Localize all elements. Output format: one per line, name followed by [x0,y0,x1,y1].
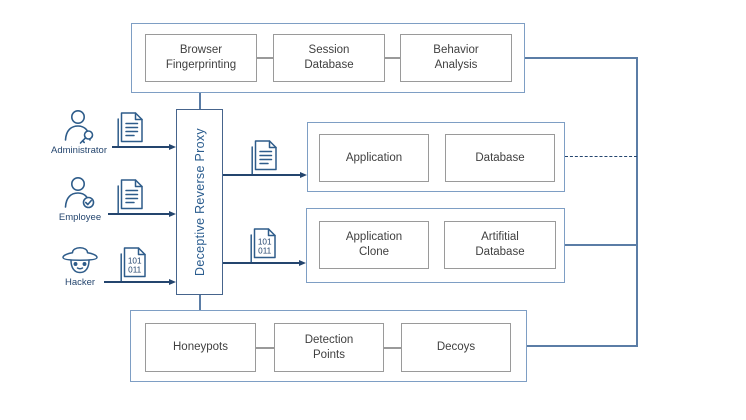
actor-label-employee: Employee [58,212,102,223]
node-artifitial-database: Artifitial Database [444,221,556,269]
text-document-icon [250,139,280,175]
hacker-spy-icon [59,241,101,277]
connector-topbox-1 [257,57,273,59]
node-behavior-analysis: Behavior Analysis [400,34,512,82]
real-environment-box: Application Database [307,122,565,192]
node-deceptive-reverse-proxy: Deceptive Reverse Proxy [176,109,223,295]
node-detection-points: Detection Points [274,323,384,372]
node-label: Artifitial Database [475,231,525,258]
arrowhead-administrator [169,143,176,150]
node-label: Browser Fingerprinting [165,44,237,71]
connector-bottombox-2 [384,347,401,349]
connector-bottombox-bus [527,345,637,347]
proxy-label: Deceptive Reverse Proxy [192,128,207,276]
arrowhead-employee [169,210,176,217]
binary-text-line1: 101 [258,238,272,247]
binary-document-icon: 101 011 [119,246,149,282]
flow-arrow-administrator [112,146,169,148]
flow-arrow-clone-env [223,262,299,264]
deception-layer-box: Honeypots Detection Points Decoys [130,310,527,382]
node-honeypots: Honeypots [145,323,256,372]
node-application: Application [319,134,429,182]
binary-text-line1: 101 [128,257,142,266]
text-document-icon [116,111,146,147]
node-label: Behavior Analysis [433,44,479,71]
connector-proxy-bottombox [199,295,201,310]
arrowhead-real-env [300,171,307,178]
arrowhead-clone-env [299,259,306,266]
node-session-database: Session Database [273,34,385,82]
connector-realenv-bus-dashed [565,156,637,157]
node-label: Decoys [436,341,476,354]
clone-environment-box: Application Clone Artifitial Database [306,208,565,283]
text-document-icon [116,178,146,214]
actor-label-hacker: Hacker [64,277,96,288]
node-label: Database [475,151,525,164]
flow-arrow-employee [108,213,169,215]
actor-label-administrator: Administrator [51,145,107,156]
node-browser-fingerprinting: Browser Fingerprinting [145,34,257,82]
node-decoys: Decoys [401,323,511,372]
node-database: Database [445,134,555,182]
connector-bus-vertical [636,57,638,347]
node-label: Application Clone [345,231,403,258]
connector-topbox-2 [385,57,400,59]
connector-bottombox-1 [256,347,274,349]
binary-text-line2: 011 [258,247,271,256]
connector-cloneenv-bus [565,244,637,246]
node-label: Session Database [304,44,354,71]
binary-text-line2: 011 [128,266,141,275]
node-label: Honeypots [173,341,228,354]
connector-proxy-topbox [199,93,201,109]
binary-document-icon: 101 011 [249,227,279,263]
flow-arrow-real-env [223,174,300,176]
node-application-clone: Application Clone [319,221,429,269]
admin-user-key-icon [61,108,99,148]
flow-arrow-hacker [104,281,169,283]
employee-user-check-icon [61,175,99,215]
connector-topbox-bus [525,57,637,59]
node-label: Detection Points [304,333,354,361]
node-label: Application [345,151,403,164]
analysis-layer-box: Browser Fingerprinting Session Database … [131,23,525,93]
arrowhead-hacker [169,278,176,285]
